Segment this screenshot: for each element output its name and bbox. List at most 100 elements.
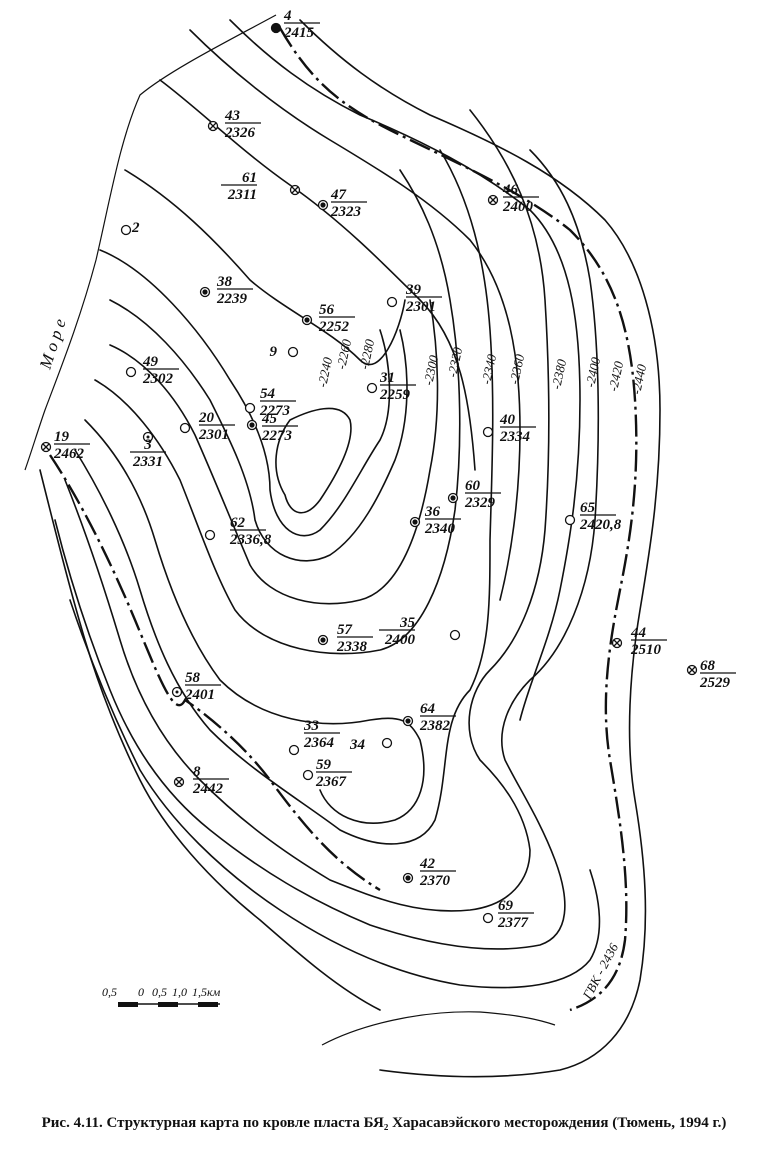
well-number: 34 xyxy=(349,737,366,753)
contour-label: -2380 xyxy=(548,357,569,390)
coastline-bottom xyxy=(321,1011,556,1046)
contour-label: -2320 xyxy=(444,345,465,378)
well-symbol xyxy=(288,744,300,756)
well-cross-mark xyxy=(209,122,217,130)
well-number: 33 xyxy=(303,718,320,734)
well-symbol xyxy=(381,737,393,749)
well-cross-mark xyxy=(613,639,621,647)
well-number: 69 xyxy=(498,898,514,914)
well-number: 2 xyxy=(131,220,140,236)
well-depth: 2311 xyxy=(227,187,257,203)
well-depth: 2252 xyxy=(318,319,350,335)
well-dot-mark xyxy=(304,317,310,323)
scale-tick-label: 0,5 xyxy=(152,985,167,999)
well-depth: 2259 xyxy=(379,387,411,403)
well-number: 56 xyxy=(319,302,335,318)
well-depth: 2329 xyxy=(464,495,496,511)
well-number: 45 xyxy=(261,411,278,427)
well-number: 49 xyxy=(142,354,159,370)
well-number: 57 xyxy=(337,622,353,638)
well-number: 20 xyxy=(198,410,215,426)
well-number: 19 xyxy=(54,429,70,445)
well-number: 44 xyxy=(630,625,647,641)
outer-contour-east xyxy=(299,19,661,1078)
outer-contour-west xyxy=(39,469,381,1011)
well-depth: 2334 xyxy=(499,429,531,445)
well-symbol xyxy=(482,912,494,924)
well-symbol xyxy=(125,366,137,378)
well-number: 36 xyxy=(424,504,441,520)
contour-label: -2240 xyxy=(314,355,335,388)
well-number: 60 xyxy=(465,478,481,494)
well-depth: 2331 xyxy=(132,454,163,470)
well-depth: 2400 xyxy=(384,632,416,648)
figure-caption: Рис. 4.11. Структурная карта по кровле п… xyxy=(41,1115,727,1131)
well-cross-mark xyxy=(175,778,183,786)
well-symbol xyxy=(244,402,256,414)
well-depth: 2367 xyxy=(315,774,347,790)
well-dot-mark xyxy=(405,718,411,724)
well-cross-mark xyxy=(42,443,50,451)
well-depth: 2336,8 xyxy=(229,532,272,548)
contour-label: -2400 xyxy=(582,355,603,388)
contour-lines xyxy=(54,19,601,989)
svg-text:0,500,51,01,5км: 0,500,51,01,5км xyxy=(102,985,221,999)
contour-label: -2280 xyxy=(356,337,377,370)
well-number: 61 xyxy=(242,170,257,186)
well-depth: 2462 xyxy=(53,446,85,462)
well-symbol xyxy=(120,224,132,236)
well-dot-mark xyxy=(405,875,411,881)
well-depth: 2338 xyxy=(336,639,368,655)
scale-tick-label: 0 xyxy=(138,985,144,999)
well-depth: 2340 xyxy=(424,521,456,537)
well-depth: 2415 xyxy=(283,25,315,41)
well-symbol xyxy=(270,22,282,34)
boundary-line-west xyxy=(49,454,381,892)
well-depth: 2364 xyxy=(303,735,335,751)
well-depth: 2326 xyxy=(224,125,256,141)
well-depth: 2323 xyxy=(330,204,362,220)
well-number: 9 xyxy=(270,344,278,360)
well-number: 58 xyxy=(185,670,201,686)
well-34: 34 xyxy=(349,737,393,753)
well-number: 65 xyxy=(580,500,596,516)
contour-label: -2260 xyxy=(333,337,354,370)
well-depth: 2377 xyxy=(497,915,529,931)
gas-water-contact-line xyxy=(278,27,638,1012)
well-depth: 2301 xyxy=(405,299,436,315)
well-depth: 2400 xyxy=(502,199,534,215)
contour-label: -2360 xyxy=(506,352,527,385)
well-depth: 2370 xyxy=(419,873,451,889)
scale-tick-label: 1,5км xyxy=(192,985,221,999)
well-number: 3 xyxy=(143,437,152,453)
well-number: 47 xyxy=(330,187,347,203)
well-number: 31 xyxy=(379,370,395,386)
well-symbol xyxy=(449,629,461,641)
contour-label: -2300 xyxy=(420,353,441,386)
well-depth: 2401 xyxy=(184,687,215,703)
well-dot-mark xyxy=(320,202,326,208)
well-number: 68 xyxy=(700,658,716,674)
